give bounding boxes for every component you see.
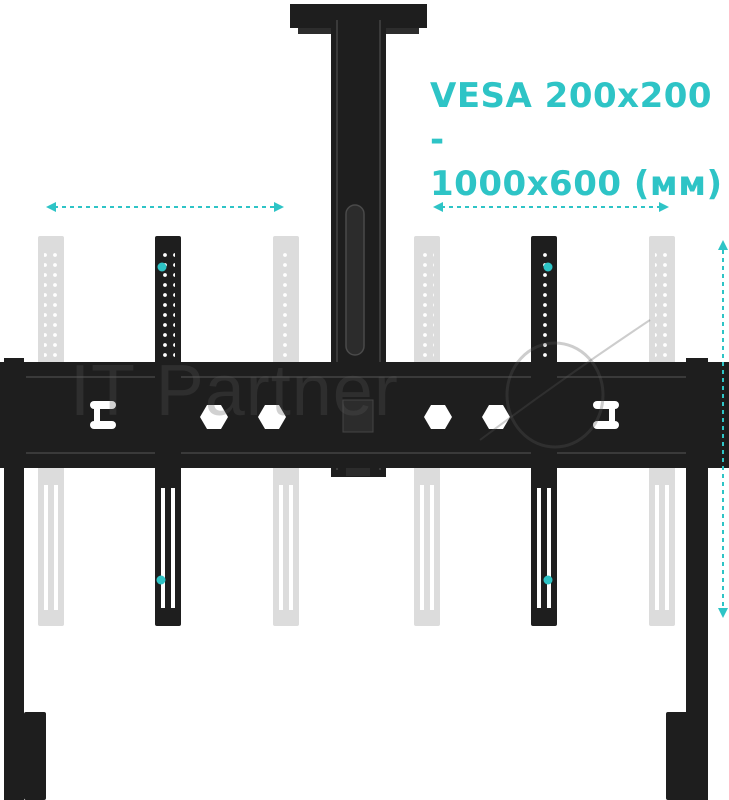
accent-dot [543, 575, 553, 585]
accent-dot [156, 575, 166, 585]
accent-dot [157, 262, 167, 272]
watermark-text: IT Partner [70, 351, 399, 431]
left-upright [4, 358, 24, 800]
cart-uprights [4, 358, 708, 800]
vertical-range-arrow [718, 240, 728, 618]
column-slot [345, 204, 365, 356]
horizontal-range-arrow-right [433, 202, 669, 212]
active-bracket-left [155, 236, 181, 626]
vesa-caption-line2: 1000x600 (мм) [430, 164, 723, 204]
vesa-caption: VESA 200x200 - 1000x600 (мм) [430, 74, 729, 206]
active-bracket-right [531, 236, 557, 626]
accent-dot [543, 262, 553, 272]
horizontal-range-arrow-left [46, 202, 284, 212]
right-base [666, 712, 690, 800]
ghost-brackets [38, 236, 675, 626]
left-base [24, 712, 46, 800]
watermark-swoosh [479, 319, 651, 449]
horizontal-crossbar [0, 362, 729, 476]
right-upright [686, 358, 708, 800]
vesa-caption-line1: VESA 200x200 - [430, 76, 713, 160]
